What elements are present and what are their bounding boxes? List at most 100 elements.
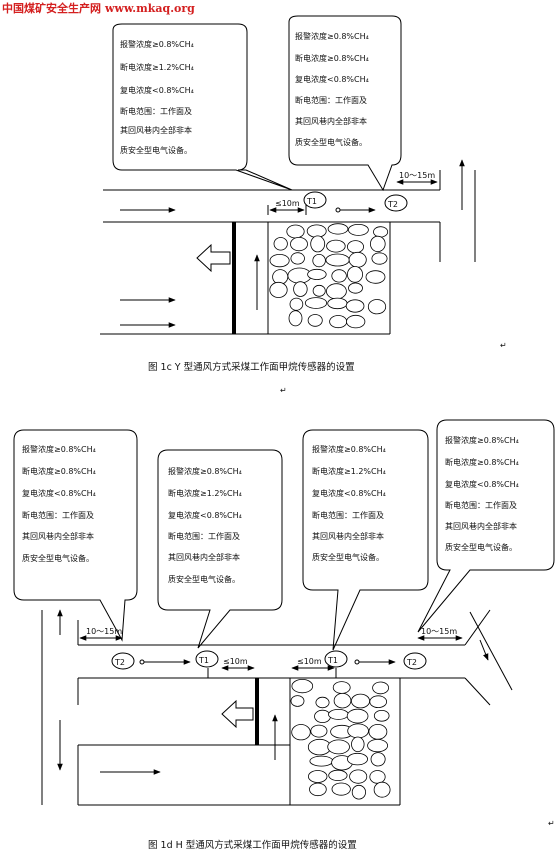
goaf-rock: [269, 254, 290, 268]
goaf-rock: [291, 724, 311, 741]
bubble-1d-c-line-4: 断电范围：工作面及: [312, 510, 384, 520]
sensor-t2-1c: T2: [384, 194, 408, 212]
bubble-1d-c: 报警浓度≥0.8%CH₄ 断电浓度≥1.2%CH₄ 复电浓度<0.8%CH₄ 断…: [302, 429, 429, 651]
bubble-1d-d-line-2: 断电浓度≥0.8%CH₄: [445, 457, 519, 467]
arrow-origin-1d-left: [139, 659, 145, 665]
goaf-rock: [351, 736, 365, 753]
goaf-rock: [273, 237, 288, 251]
goaf-rock: [351, 784, 366, 800]
bubble-1d-a-line-4: 断电范围：工作面及: [22, 510, 94, 520]
distance-1d-1015-left: 10～15m: [79, 627, 123, 641]
airflow-arrows-1d: [57, 609, 489, 775]
caption-fig-1c: 图 1c Y 型通风方式采煤工作面甲烷传感器的设置: [148, 361, 355, 373]
site-url: www.mkaq.org: [105, 2, 195, 15]
goaf-rock: [306, 224, 327, 238]
bubble-1d-d-line-1: 报警浓度≥0.8%CH₄: [445, 435, 519, 445]
advance-direction-arrow-1d: [221, 699, 254, 729]
bubble-1d-d-line-5: 其回风巷内全部非本: [445, 521, 517, 531]
sensor-t2-1c-label: T2: [387, 200, 398, 209]
bubble-1d-c-line-3: 复电浓度<0.8%CH₄: [312, 488, 386, 498]
goaf-rock: [327, 223, 349, 235]
bubble-1c-right-line-2: 断电浓度≥0.8%CH₄: [295, 53, 369, 63]
goaf-rock: [349, 769, 368, 784]
goaf-rock: [333, 693, 352, 709]
goaf-rock: [328, 709, 349, 720]
goaf-rock: [307, 268, 327, 280]
bubble-1c-left-line-5: 其回风巷内全部非本: [120, 125, 192, 135]
goaf-rock: [327, 739, 350, 755]
goaf-rock: [290, 252, 305, 265]
sensor-t1-1c-label: T1: [306, 197, 317, 206]
distance-1d-1015-right: 10～15m: [417, 627, 463, 641]
goaf-rock: [346, 708, 369, 724]
distance-1d-le10-left: ≤10m: [207, 657, 255, 678]
sensor-t2-1d-left-label: T2: [114, 658, 125, 667]
goaf-rock: [328, 769, 348, 782]
distance-1c-le10: ≤10m: [267, 199, 307, 215]
goaf-rock: [346, 752, 368, 766]
goaf-rock: [369, 695, 388, 708]
bubble-1d-a-line-6: 质安全型电气设备。: [22, 553, 94, 563]
bubble-1d-a: 报警浓度≥0.8%CH₄ 断电浓度≥0.8%CH₄ 复电浓度<0.8%CH₄ 断…: [13, 429, 138, 642]
goaf-rock: [372, 681, 390, 695]
goaf-1d: [290, 678, 391, 800]
distance-1d-le10-right-label: ≤10m: [297, 657, 322, 666]
goaf-rock: [293, 281, 308, 297]
bubble-1c-left-line-3: 复电浓度<0.8%CH₄: [120, 85, 194, 95]
goaf-rock: [315, 696, 330, 709]
bubble-1c-right-line-4: 断电范围：工作面及: [295, 95, 367, 105]
bubble-1d-d-line-6: 质安全型电气设备。: [445, 542, 517, 552]
goaf-rock: [346, 266, 363, 283]
goaf-rock: [288, 310, 303, 327]
distance-1d-le10-right: ≤10m: [291, 657, 337, 678]
return-mark-2: ↵: [280, 386, 287, 395]
goaf-rock: [269, 281, 288, 298]
goaf-rock: [309, 755, 334, 767]
goaf-rock: [290, 695, 305, 707]
bubble-1c-right-line-1: 报警浓度≥0.8%CH₄: [295, 31, 369, 41]
goaf-rock: [312, 284, 326, 297]
advance-direction-arrow-1c: [196, 243, 231, 273]
goaf-rock: [329, 315, 348, 329]
bubble-1d-a-line-3: 复电浓度<0.8%CH₄: [22, 488, 96, 498]
goaf-rock: [327, 297, 348, 310]
sensor-t2-1d-right-label: T2: [406, 658, 417, 667]
sensor-t1-1d-left: T1: [195, 650, 219, 668]
bubble-1c-right-line-5: 其回风巷内全部非本: [295, 116, 367, 126]
goaf-rock: [367, 299, 387, 315]
sensor-t2-1d-right: T2: [403, 652, 427, 670]
goaf-rock: [272, 269, 289, 285]
return-mark-3: ↵: [548, 819, 555, 828]
goaf-rock: [371, 252, 388, 265]
bubble-1d-d: 报警浓度≥0.8%CH₄ 断电浓度≥0.8%CH₄ 复电浓度<0.8%CH₄ 断…: [417, 419, 555, 633]
goaf-rock: [325, 283, 347, 300]
goaf-rock: [373, 709, 390, 722]
bubble-1d-b-line-6: 质安全型电气设备。: [168, 574, 240, 584]
bubble-1d-a-line-5: 其回风巷内全部非本: [22, 531, 94, 541]
goaf-rock: [373, 226, 389, 238]
return-mark-1: ↵: [500, 341, 507, 350]
bubble-1c-right-line-6: 质安全型电气设备。: [295, 137, 367, 147]
goaf-rock: [347, 723, 369, 739]
bubble-1d-c-line-2: 断电浓度≥1.2%CH₄: [312, 466, 386, 476]
goaf-rock: [331, 782, 351, 796]
bubble-1d-c-line-6: 质安全型电气设备。: [312, 552, 384, 562]
distance-1d-1015-right-label: 10～15m: [421, 627, 457, 636]
goaf-rock: [368, 723, 388, 740]
roadways-1d: [41, 609, 513, 806]
distance-1c-1015-label: 10～15m: [399, 171, 435, 180]
goaf-rock: [367, 738, 389, 753]
goaf-rock: [350, 693, 370, 709]
arrow-origin-1c: [335, 207, 341, 213]
bubble-1c-right: 报警浓度≥0.8%CH₄ 断电浓度≥0.8%CH₄ 复电浓度<0.8%CH₄ 断…: [288, 15, 402, 192]
goaf-rock: [310, 235, 326, 253]
goaf-rock: [286, 224, 305, 239]
figure-1c: 报警浓度≥0.8%CH₄ 断电浓度≥1.2%CH₄ 复电浓度<0.8%CH₄ 断…: [100, 15, 507, 395]
goaf-rock: [310, 724, 328, 738]
bubble-1d-b: 报警浓度≥0.8%CH₄ 断电浓度≥1.2%CH₄ 复电浓度<0.8%CH₄ 断…: [157, 449, 283, 649]
goaf-rock: [365, 270, 386, 284]
bubble-1d-a-line-2: 断电浓度≥0.8%CH₄: [22, 466, 96, 476]
bubble-1d-b-line-1: 报警浓度≥0.8%CH₄: [168, 466, 242, 476]
